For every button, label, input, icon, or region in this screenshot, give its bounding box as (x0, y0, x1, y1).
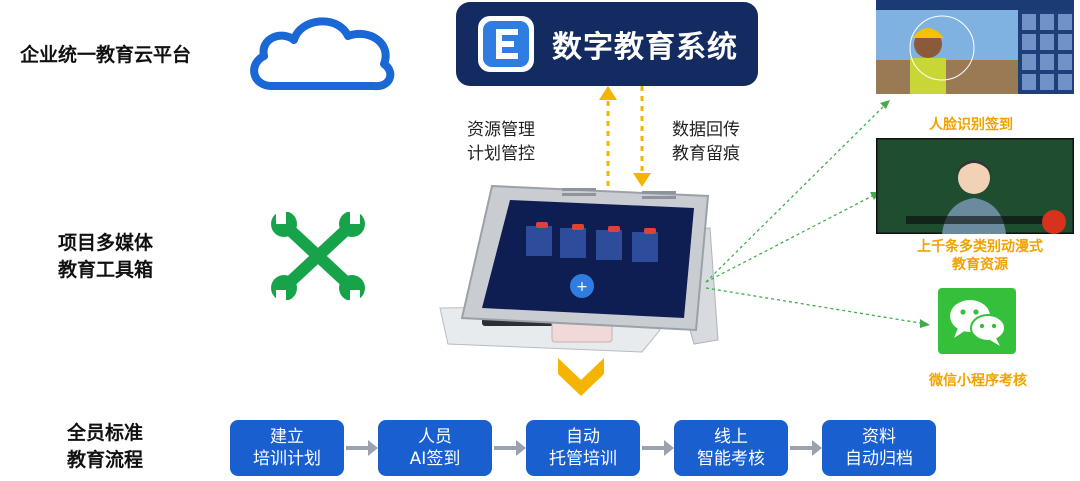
flow-step-5-line1: 资料 (862, 427, 896, 447)
cloud-icon (250, 17, 395, 91)
feature-wechat-label: 微信小程序考核 (929, 373, 1027, 389)
animation-label-line2: 教育资源 (952, 257, 1008, 273)
label-toolbox-line1: 项目多媒体 (58, 232, 154, 254)
feature-face-label: 人脸识别签到 (929, 117, 1013, 133)
flow-step-2-line2: AI签到 (409, 449, 461, 469)
flow-arrows (346, 440, 822, 456)
flow-step-1: 建立 培训计划 (230, 420, 344, 476)
flow-step-4-line1: 线上 (714, 427, 748, 447)
label-cloud-platform: 企业统一教育云平台 (20, 44, 192, 66)
flow-step-3-line1: 自动 (566, 427, 600, 447)
flow-step-5-line2: 自动归档 (845, 449, 913, 469)
animation-label-line1: 上千条多类别动漫式 (917, 239, 1043, 255)
flow-step-3: 自动 托管培训 (526, 420, 640, 476)
label-process: 全员标准 教育流程 (67, 420, 143, 474)
flow-step-5: 资料 自动归档 (822, 420, 936, 476)
chevron-down-icon (558, 358, 604, 396)
e-logo-icon (478, 16, 534, 72)
label-toolbox: 项目多媒体 教育工具箱 (58, 230, 153, 284)
feature-connectors (705, 100, 930, 328)
svg-text:+: + (576, 279, 588, 295)
flow-step-1-line1: 建立 (270, 427, 304, 447)
sync-arrows (599, 86, 651, 187)
flow-step-2: 人员 AI签到 (378, 420, 492, 476)
flow-step-4: 线上 智能考核 (674, 420, 788, 476)
flow-step-4-line2: 智能考核 (697, 449, 765, 469)
face-recognition-screenshot (876, 0, 1074, 94)
up-text-line2: 计划管控 (467, 144, 535, 164)
up-arrow-text: 资源管理 计划管控 (467, 118, 535, 166)
system-header: 数字教育系统 (456, 2, 758, 86)
crossed-wrenches-icon (271, 212, 365, 300)
down-arrow-text: 数据回传 教育留痕 (672, 118, 740, 166)
flow-step-1-line2: 培训计划 (253, 449, 321, 469)
feature-animation-label: 上千条多类别动漫式 教育资源 (900, 238, 1060, 274)
down-text-line2: 教育留痕 (672, 144, 740, 164)
flow-step-2-line1: 人员 (418, 427, 452, 447)
label-process-line2: 教育流程 (67, 449, 144, 471)
system-title: 数字教育系统 (552, 30, 738, 65)
down-text-line1: 数据回传 (672, 120, 740, 140)
label-process-line1: 全员标准 (67, 422, 144, 444)
label-toolbox-line2: 教育工具箱 (58, 259, 154, 281)
arrow-up-head (599, 86, 617, 100)
tablet-device: + (439, 184, 719, 353)
arrow-down-head (633, 173, 651, 187)
wechat-icon (938, 288, 1016, 354)
up-text-line1: 资源管理 (467, 120, 535, 140)
animation-resource-screenshot (876, 138, 1074, 234)
flow-step-3-line2: 托管培训 (549, 449, 617, 469)
